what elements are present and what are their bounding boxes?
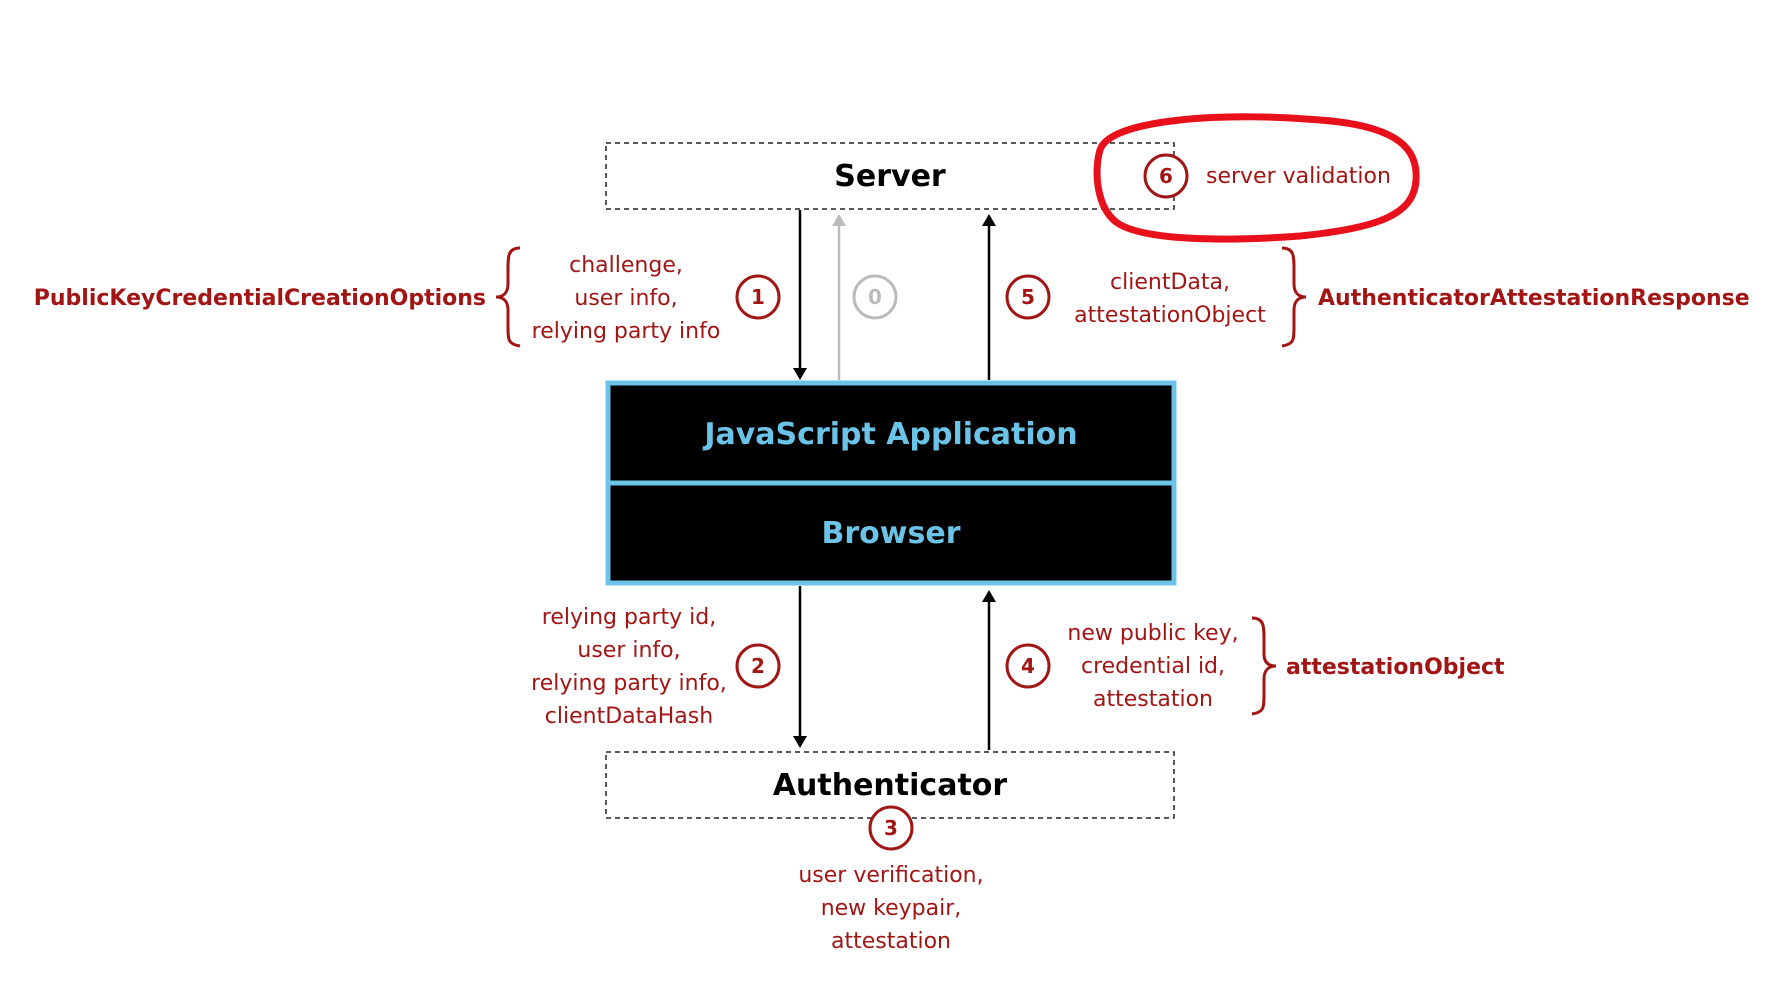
- step-5-label-line-1: clientData,: [1110, 270, 1230, 295]
- step-1-label-line-2: user info,: [574, 286, 677, 311]
- step-5-label-line-2: attestationObject: [1074, 303, 1266, 328]
- step-4-label-line-3: attestation: [1093, 687, 1213, 712]
- step-1-badge: [735, 274, 781, 320]
- type-attestation-response: AuthenticatorAttestationResponse: [1318, 286, 1750, 311]
- type-attestation-object: attestationObject: [1286, 655, 1505, 680]
- step-5-badge: [1005, 274, 1051, 320]
- step-5-number: 5: [1021, 285, 1035, 309]
- step-2-label-line-1: relying party id,: [542, 605, 716, 630]
- step-6-number: 6: [1159, 164, 1173, 188]
- javascript-app-title: JavaScript Application: [702, 417, 1077, 452]
- step-3: 3 user verification, new keypair, attest…: [798, 805, 984, 954]
- step-3-label-line-3: attestation: [831, 929, 951, 954]
- brace-right-bottom: [1251, 616, 1277, 716]
- step-6: 6 server validation: [1143, 153, 1391, 199]
- step-2: 2 relying party id, user info, relying p…: [531, 605, 781, 729]
- server-title: Server: [834, 159, 946, 194]
- step-4-label-line-1: new public key,: [1067, 621, 1238, 646]
- browser-title: Browser: [822, 516, 961, 551]
- step-4-number: 4: [1021, 654, 1035, 678]
- step-3-number: 3: [884, 816, 898, 840]
- step-4-badge: [1005, 643, 1051, 689]
- type-creation-options: PublicKeyCredentialCreationOptions: [34, 286, 486, 311]
- server-box: Server: [605, 142, 1175, 210]
- step-3-badge: [868, 805, 914, 851]
- step-6-label: server validation: [1206, 164, 1391, 189]
- step-6-badge: [1143, 153, 1189, 199]
- step-1: 1 challenge, user info, relying party in…: [532, 253, 781, 344]
- step-1-label-line-3: relying party info: [532, 319, 721, 344]
- step-2-badge: [735, 643, 781, 689]
- step-2-label-line-3: relying party info,: [531, 671, 727, 696]
- step-0-number: 0: [868, 285, 882, 309]
- step-4-label-line-2: credential id,: [1081, 654, 1225, 679]
- step-1-number: 1: [751, 285, 765, 309]
- step-0-badge: [852, 274, 898, 320]
- step-2-label-line-4: clientDataHash: [545, 704, 713, 729]
- step-2-number: 2: [751, 654, 765, 678]
- step-2-label-line-2: user info,: [577, 638, 680, 663]
- client-block: JavaScript Application Browser: [605, 380, 1177, 586]
- step-3-label-line-1: user verification,: [798, 863, 983, 888]
- highlight-circle: [1093, 113, 1420, 243]
- authenticator-title: Authenticator: [773, 768, 1008, 803]
- step-3-label-line-2: new keypair,: [821, 896, 962, 921]
- step-1-label-line-1: challenge,: [569, 253, 683, 278]
- step-4: 4 new public key, credential id, attesta…: [1005, 621, 1239, 712]
- step-5: 5 clientData, attestationObject: [1005, 270, 1266, 328]
- brace-right-top: [1281, 246, 1307, 348]
- step-0: 0: [852, 274, 898, 320]
- brace-left: [495, 246, 521, 348]
